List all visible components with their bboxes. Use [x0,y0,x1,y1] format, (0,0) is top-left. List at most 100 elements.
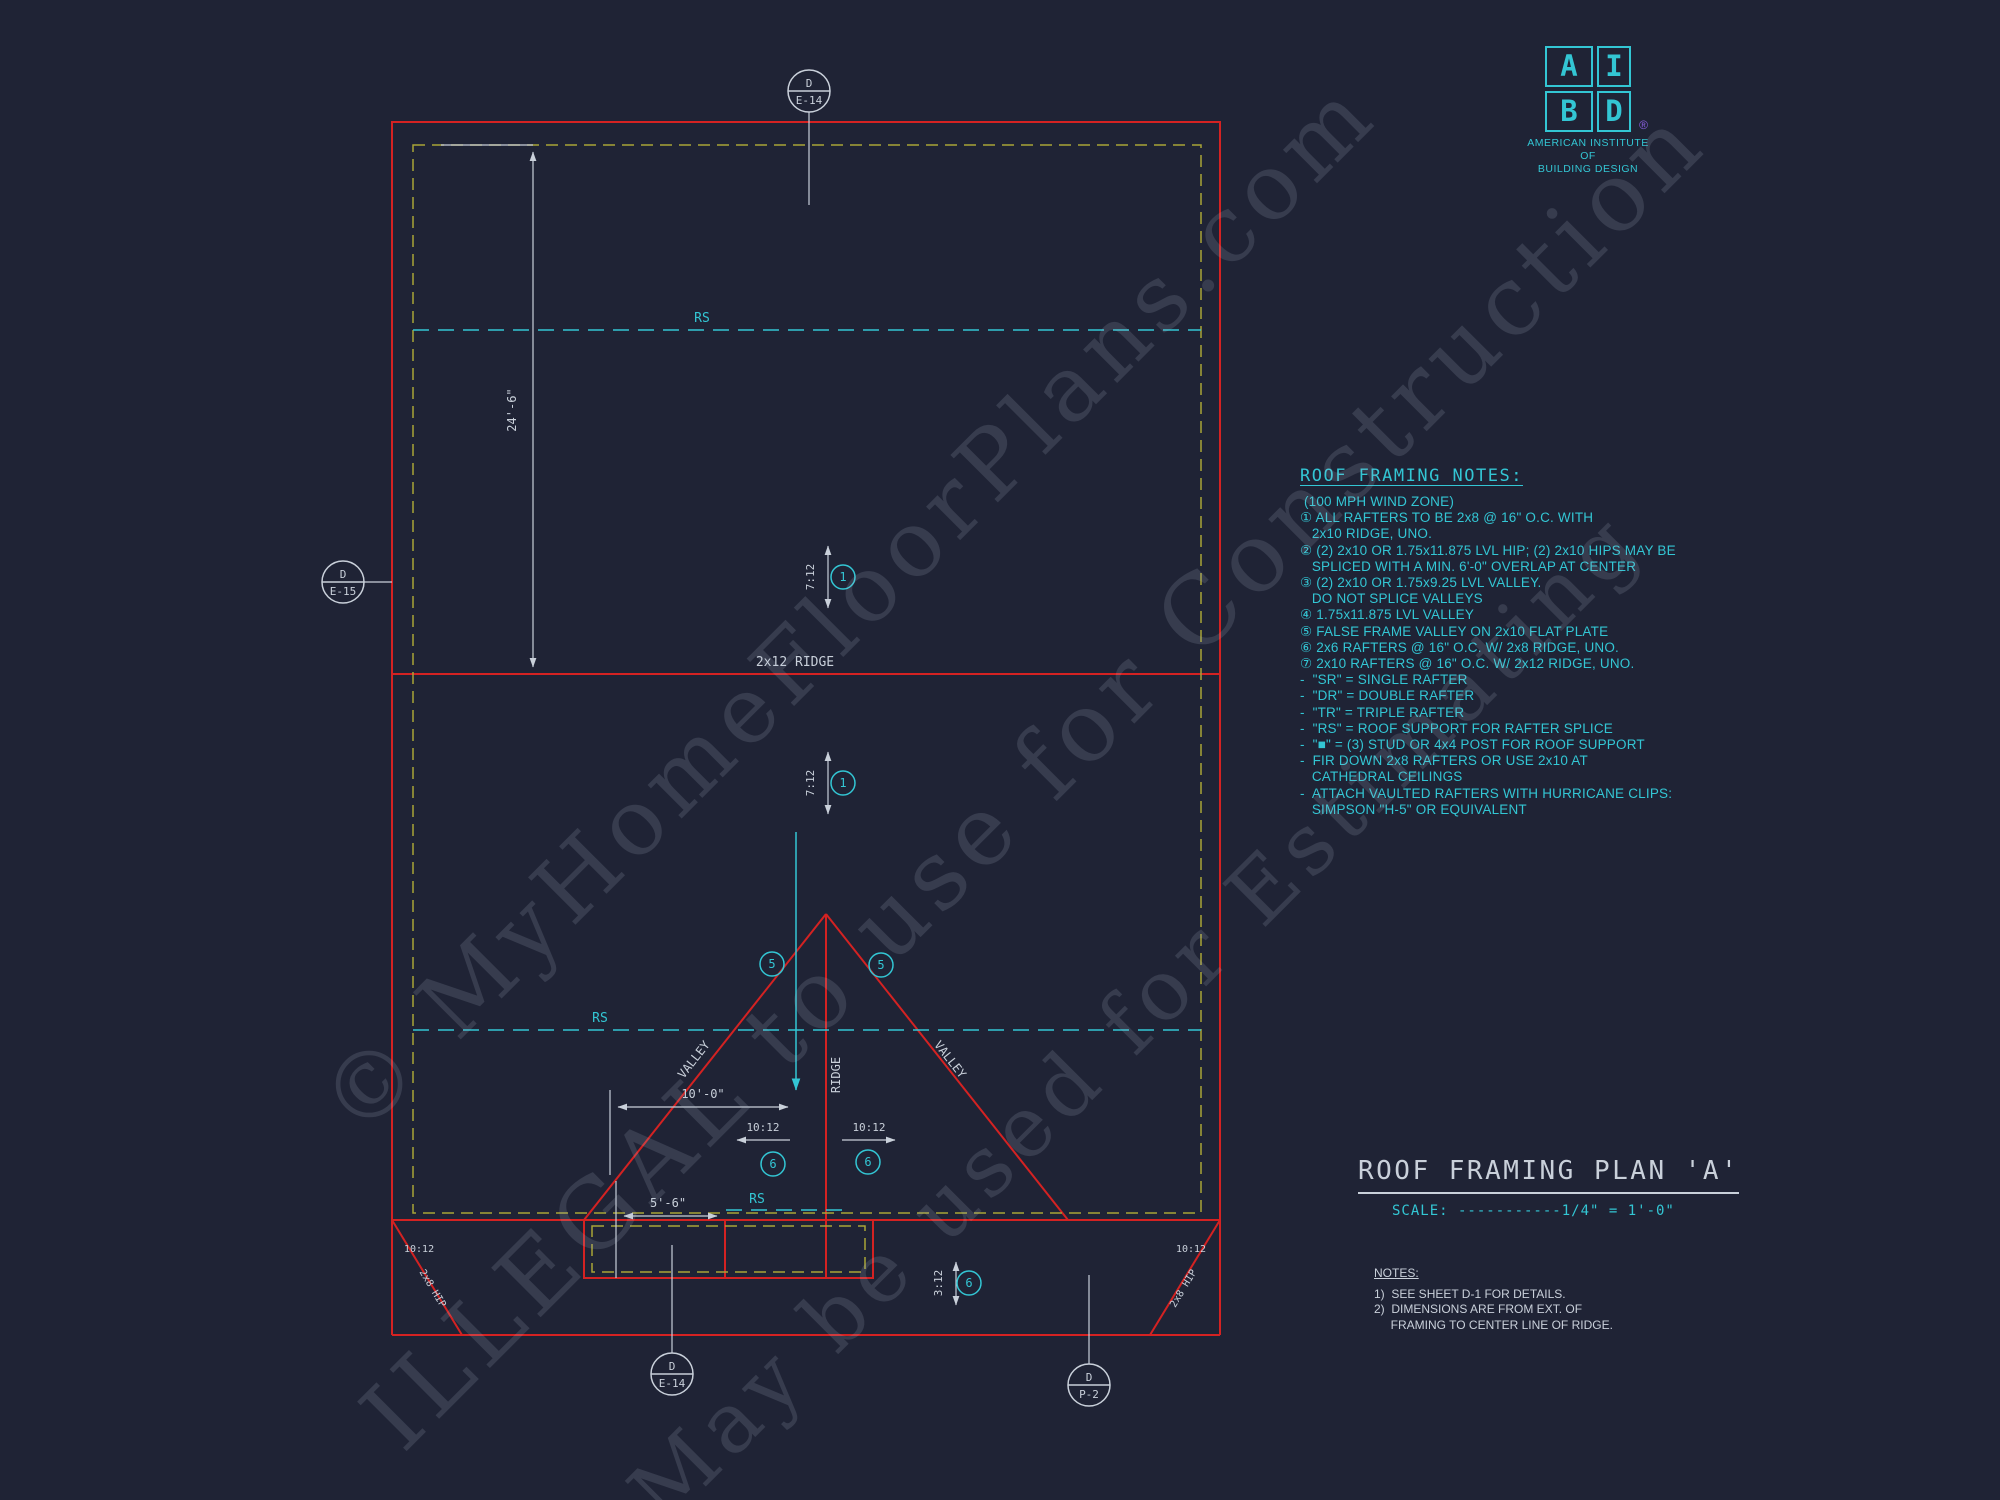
valley-left-line [583,913,827,1221]
keynote-5-right-circle [868,952,894,978]
plan-labels: 2x12 RIDGE RS RS RS 24'-6" 10'-0" 5'-6" … [404,311,1206,1310]
keynote-1-lower: 1 [839,776,846,790]
note-line: ① ALL RAFTERS TO BE 2x8 @ 16" O.C. WITH [1300,510,1594,526]
slope-10-12-right-label: 10:12 [852,1121,885,1134]
dim-10-0-label: 10'-0" [681,1087,724,1101]
note-line: - "DR" = DOUBLE RAFTER [1300,688,1475,704]
logo-letter-i: I [1597,46,1631,87]
note-line: - "TR" = TRIPLE RAFTER [1300,704,1465,720]
note-line: ② (2) 2x10 OR 1.75x11.875 LVL HIP; (2) 2… [1300,542,1676,558]
plan-title: ROOF FRAMING PLAN 'A' [1358,1156,1740,1194]
hip-left-line [391,1219,463,1336]
keynote-bubbles [759,564,982,1296]
slope-7-12-lower-label: 7:12 [804,770,817,797]
keynote-6-left: 6 [769,1157,776,1171]
org-line-3: BUILDING DESIGN [1537,163,1639,175]
yellow-wall-lines [412,144,1202,1273]
keynote-6-left-circle [760,1151,786,1177]
keynote-1-upper-circle [830,564,856,590]
keynote-5-left-circle [759,951,785,977]
org-line-2: OF [1580,150,1596,162]
note-line: - ATTACH VAULTED RAFTERS WITH HURRICANE … [1300,785,1673,801]
note-line: 2x10 RIDGE, UNO. [1300,526,1433,542]
hip-right-label: 2x8 HIP [1168,1268,1199,1310]
note-line: - "SR" = SINGLE RAFTER [1300,672,1468,688]
slope-10-12-eave-right-label: 10:12 [1176,1244,1206,1255]
rs-label-upper: RS [694,311,710,326]
slope-10-12-eave-left-label: 10:12 [404,1244,434,1255]
note-line: ③ (2) 2x10 OR 1.75x9.25 LVL VALLEY. [1300,575,1542,591]
note-line: - "■" = (3) STUD OR 4x4 POST FOR ROOF SU… [1300,737,1645,753]
note-line: DO NOT SPLICE VALLEYS [1300,591,1483,607]
sheet-note-line: 1) SEE SHEET D-1 FOR DETAILS. [1374,1286,1566,1301]
keynote-6-eave: 6 [965,1276,972,1290]
note-line: - "RS" = ROOF SUPPORT FOR RAFTER SPLICE [1300,720,1614,736]
valley-right-line [825,913,1069,1221]
keynote-6-right-circle [855,1149,881,1175]
logo-letter-d: D [1597,91,1631,132]
callout-bottom-ref: E-14 [659,1377,686,1390]
sheet-note-line: 2) DIMENSIONS ARE FROM EXT. OF [1374,1302,1583,1316]
red-framing-lines [391,121,1221,1336]
callout-bottom-right-ref: P-2 [1079,1388,1099,1401]
note-line: - FIR DOWN 2x8 RAFTERS OR USE 2x10 AT [1300,753,1588,769]
slope-3-12-label: 3:12 [932,1270,945,1297]
callout-top-letter: D [806,77,813,90]
callout-bottom-right-letter: D [1086,1371,1093,1384]
roof-framing-notes-title: ROOF FRAMING NOTES: [1300,466,1523,486]
plan-title-block: ROOF FRAMING PLAN 'A' SCALE: -----------… [1358,1156,1740,1219]
note-line: SPLICED WITH A MIN. 6'-0" OVERLAP AT CEN… [1300,558,1637,574]
org-line-1: AMERICAN INSTITUTE [1527,137,1649,149]
aibd-logo-letters: A I B D ® [1544,46,1648,132]
callout-bottom-letter: D [669,1360,676,1373]
sheet-notes: NOTES: 1) SEE SHEET D-1 FOR DETAILS. 2) … [1374,1266,1613,1333]
plan-scale: SCALE: -----------1/4" = 1'-0" [1392,1203,1675,1219]
callout-left-ref: E-15 [330,585,357,598]
keynote-1-upper: 1 [839,570,846,584]
keynote-5-left: 5 [768,957,775,971]
valley-left-label: VALLEY [675,1038,713,1081]
roof-framing-notes: ROOF FRAMING NOTES: (100 MPH WIND ZONE) … [1300,466,1676,818]
callout-top-ref: E-14 [796,94,823,107]
ridge-vertical-label: RIDGE [829,1057,843,1093]
note-line: ⑤ FALSE FRAME VALLEY ON 2x10 FLAT PLATE [1300,623,1609,639]
dimension-lines [364,112,1090,1364]
sheet-notes-title: NOTES: [1374,1266,1419,1280]
dim-24-6-label: 24'-6" [505,388,519,431]
callout-left-letter: D [340,568,347,581]
aibd-logo: A I B D ® AMERICAN INSTITUTE OF BUILDING… [1508,46,1668,176]
bumpout-wall-inset [591,1225,866,1273]
keynote-5-right: 5 [877,958,884,972]
bumpout-outline [583,1219,874,1279]
hip-right-line [1149,1219,1221,1336]
dim-5-6-label: 5'-6" [650,1196,686,1210]
ridge-label: 2x12 RIDGE [756,655,834,670]
note-line: SIMPSON "H-5" OR EQUIVALENT [1300,801,1527,817]
detail-callouts [321,69,1111,1407]
keynote-numbers: 1 1 5 5 6 6 6 [768,570,972,1290]
valley-right-label: VALLEY [931,1038,969,1081]
note-line: CATHEDRAL CEILINGS [1300,769,1463,785]
note-line: (100 MPH WIND ZONE) [1300,494,1455,509]
note-line: ⑥ 2x6 RAFTERS @ 16" O.C. W/ 2x8 RIDGE, U… [1300,639,1620,655]
slope-10-12-left-label: 10:12 [746,1121,779,1134]
keynote-6-right: 6 [864,1155,871,1169]
sheet-note-line: FRAMING TO CENTER LINE OF RIDGE. [1374,1317,1613,1332]
keynote-1-lower-circle [830,770,856,796]
roof-outline [391,121,1221,1221]
detail-callout-text: D E-14 D E-15 D E-14 D P-2 [330,77,1099,1401]
registered-mark-icon: ® [1639,118,1648,132]
rs-label-lower: RS [592,1011,608,1026]
slope-7-12-upper-label: 7:12 [804,564,817,591]
note-line: ⑦ 2x10 RAFTERS @ 16" O.C. W/ 2x12 RIDGE,… [1300,656,1635,672]
note-line: ④ 1.75x11.875 LVL VALLEY [1300,607,1475,623]
aibd-org-name: AMERICAN INSTITUTE OF BUILDING DESIGN [1508,137,1668,176]
logo-letter-a: A [1545,46,1593,87]
logo-letter-b: B [1545,91,1593,132]
roof-support-lines [413,329,1201,1211]
keynote-6-eave-circle [956,1270,982,1296]
rs-label-bumpout: RS [749,1192,765,1207]
wall-inset-outline [412,144,1202,1214]
